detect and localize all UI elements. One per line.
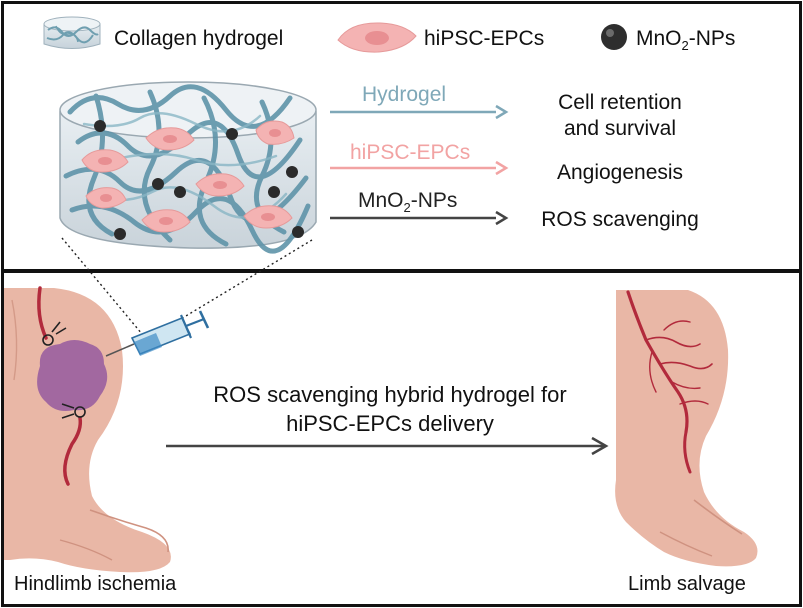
legend-hydrogel-label: Collagen hydrogel <box>114 27 284 50</box>
treatment-arrow <box>166 436 609 456</box>
legend-cells-label: hiPSC-EPCs <box>424 27 545 50</box>
legend-nanoparticle-label: MnO2-NPs <box>636 27 736 54</box>
treatment-line1: ROS scavenging hybrid hydrogel for <box>213 382 567 407</box>
effect-retention-line1: Cell retention <box>558 91 682 114</box>
arrow-hydrogel-label: Hydrogel <box>362 83 447 106</box>
treatment-line2: hiPSC-EPCs delivery <box>286 411 494 436</box>
ischemic-limb <box>4 286 171 573</box>
syringe-icon <box>105 310 210 357</box>
caption-limb-salvage: Limb salvage <box>628 573 746 595</box>
bottom-panel <box>1 270 802 607</box>
salvaged-limb <box>615 290 758 567</box>
arrow-nanoparticles-label: MnO2-NPs <box>358 189 458 216</box>
hydrogel-cylinder <box>59 81 317 254</box>
effect-ros-scavenging: ROS scavenging <box>541 208 699 231</box>
arrow-nanoparticles <box>330 210 509 226</box>
caption-hindlimb-ischemia: Hindlimb ischemia <box>14 573 177 595</box>
arrow-cells-label: hiPSC-EPCs <box>350 141 471 164</box>
arrow-cells <box>330 160 509 176</box>
arrow-hydrogel <box>330 104 509 120</box>
effect-retention-line2: and survival <box>563 117 677 140</box>
legend-hydrogel-icon <box>43 16 101 49</box>
legend-cell-icon <box>337 22 417 53</box>
effect-angiogenesis: Angiogenesis <box>556 161 684 184</box>
legend-nanoparticle-icon <box>601 24 627 50</box>
